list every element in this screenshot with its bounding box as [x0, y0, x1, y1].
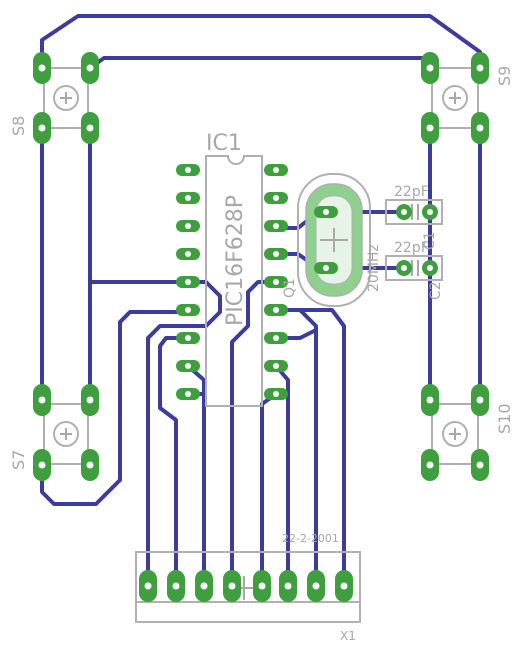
connector-outline — [135, 551, 361, 623]
connector-pin-pad-drill — [258, 582, 266, 590]
ic-pin-pad-drill — [273, 167, 279, 173]
cap-c2-value: 22pF — [394, 240, 429, 256]
connector-date: 22-2-2001 — [282, 532, 339, 545]
ic-pin-pad-drill — [273, 279, 279, 285]
switch-pad-drill — [426, 461, 434, 469]
trace-conn-8 — [260, 392, 278, 586]
connector-pin-pad-drill — [340, 582, 348, 590]
trace-conn-4 — [230, 280, 278, 586]
ic-pin-pad-drill — [273, 307, 279, 313]
switch-pad-drill — [38, 396, 46, 404]
switch-s7 — [43, 403, 89, 465]
crystal-ref-label: Q1 — [282, 278, 298, 298]
ic-pin-pad-drill — [273, 223, 279, 229]
crystal-pad-drill — [323, 265, 329, 271]
connector-pin-pad-drill — [172, 582, 180, 590]
switch-pad-drill — [86, 64, 94, 72]
switch-actuator — [442, 421, 468, 447]
connector-ref: X1 — [340, 629, 356, 643]
ic-pin-pad-drill — [273, 195, 279, 201]
switch-s10-label: S10 — [495, 403, 514, 434]
copper-pads — [33, 52, 489, 602]
switch-s9 — [431, 67, 479, 129]
labels: IC1 PIC16F628P Q1 20MHz 22pF C1 22pF C2 … — [9, 66, 514, 643]
switch-actuator — [442, 85, 468, 111]
ic-pin-pad-drill — [185, 335, 191, 341]
ic-pin-pad-drill — [185, 223, 191, 229]
switch-actuator — [53, 421, 79, 447]
trace-conn-2 — [158, 336, 190, 586]
connector-pin-pad-drill — [228, 582, 236, 590]
cap-c1-ref: C1 — [422, 231, 438, 250]
switch-pad-drill — [38, 124, 46, 132]
switch-pad-drill — [86, 461, 94, 469]
switch-pad-drill — [38, 64, 46, 72]
ic-pin-pad-drill — [185, 195, 191, 201]
cap-c2-ref: C2 — [428, 281, 444, 300]
switch-pad-drill — [86, 124, 94, 132]
connector-pin-pad-drill — [312, 582, 320, 590]
trace-top-outer — [40, 14, 482, 70]
cap-pad-drill — [401, 209, 407, 215]
crystal-outline — [297, 173, 371, 307]
ic-pin-pad-drill — [273, 335, 279, 341]
cap-c1-outline — [385, 199, 443, 225]
switch-pad-drill — [476, 396, 484, 404]
connector-pin-pad-drill — [200, 582, 208, 590]
trace-conn-7 — [298, 308, 346, 586]
switch-pad-drill — [86, 396, 94, 404]
trace-conn-1 — [146, 280, 222, 586]
ic-pin-pad-drill — [273, 363, 279, 369]
cap-pad-drill — [427, 265, 433, 271]
ic-pin-pad-drill — [273, 251, 279, 257]
cap-c1-value: 22pF — [394, 184, 429, 200]
switch-pad-drill — [476, 461, 484, 469]
crystal-value-label: 20MHz — [366, 244, 382, 292]
ic-part-label: PIC16F628P — [223, 195, 248, 326]
connector-pin-pad-drill — [284, 582, 292, 590]
ic-ref-label: IC1 — [206, 131, 242, 156]
switch-pad-drill — [38, 461, 46, 469]
switch-pad-drill — [426, 124, 434, 132]
ic-pin-pad-drill — [185, 279, 191, 285]
cap-c2-outline — [385, 255, 443, 281]
ic-outline — [205, 155, 263, 407]
switch-pad-drill — [426, 64, 434, 72]
ic-pin-pad-drill — [185, 391, 191, 397]
switch-s10 — [431, 403, 479, 465]
switch-s8-label: S8 — [9, 116, 28, 136]
ic-pin-pad-drill — [273, 391, 279, 397]
trace-bottom-left-loop — [40, 310, 190, 506]
ic-pin-pad-drill — [185, 363, 191, 369]
trace-top-inner — [88, 56, 432, 70]
connector-pin-pad-drill — [144, 582, 152, 590]
switch-pad-drill — [476, 64, 484, 72]
switch-pad-drill — [426, 396, 434, 404]
switch-s9-label: S9 — [495, 66, 514, 86]
switch-actuator — [53, 85, 79, 111]
switch-s7-label: S7 — [9, 450, 28, 470]
ic-pin-pad-drill — [185, 251, 191, 257]
cap-pad-drill — [427, 209, 433, 215]
cap-pad-drill — [401, 265, 407, 271]
crystal-pad-drill — [323, 209, 329, 215]
ic-pin-pad-drill — [185, 167, 191, 173]
switch-pad-drill — [476, 124, 484, 132]
ic-pin-pad-drill — [185, 307, 191, 313]
switch-s8 — [43, 67, 89, 129]
